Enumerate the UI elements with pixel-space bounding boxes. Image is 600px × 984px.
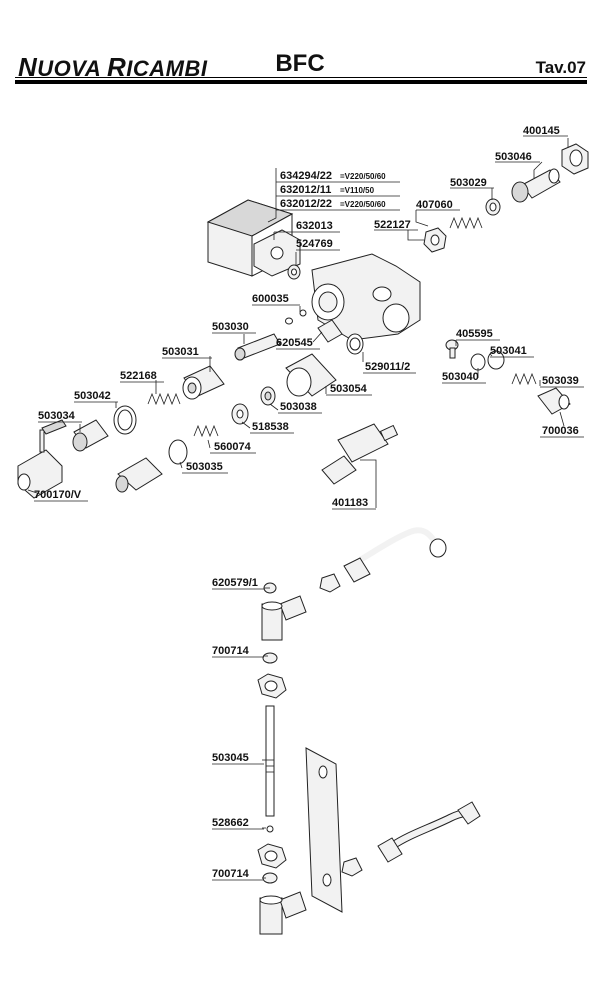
part-401183-fitting [321, 423, 399, 485]
part-elbow-lower [259, 891, 307, 935]
part-620545-filter [317, 319, 343, 343]
label-700036: 700036 [542, 425, 579, 437]
part-503054-body [285, 353, 337, 397]
label-700714-b: 700714 [212, 868, 250, 880]
label-503042: 503042 [74, 390, 111, 402]
part-lower-fitting [115, 457, 163, 493]
brand-word-nuova: UOVA [37, 56, 108, 81]
label-634294: 634294/22 [280, 170, 332, 182]
label-634294-voltage: =V220/50/60 [340, 172, 386, 181]
part-503046-stem [511, 168, 561, 203]
brand-letter-n: N [18, 52, 38, 82]
part-nut-lower [257, 843, 287, 869]
label-524769: 524769 [296, 238, 333, 250]
label-407060: 407060 [416, 199, 453, 211]
part-mounting-plate [305, 747, 343, 913]
label-503035: 503035 [186, 461, 223, 473]
label-632012-22: 632012/22 [280, 198, 332, 210]
part-700170-ball-valve [17, 419, 67, 499]
label-503054: 503054 [330, 383, 368, 395]
label-620579-1: 620579/1 [212, 577, 258, 589]
label-401183: 401183 [332, 497, 368, 509]
part-503035-ring [168, 439, 188, 465]
header-rule-thin [15, 77, 587, 78]
page-header: NUOVA RICAMBI BFC Tav.07 [0, 0, 600, 90]
label-503034: 503034 [38, 410, 76, 422]
label-503040: 503040 [442, 371, 479, 383]
part-503040-ring [470, 353, 486, 371]
label-522127: 522127 [374, 219, 411, 231]
label-503030: 503030 [212, 321, 249, 333]
part-503030-plunger [234, 333, 281, 361]
label-400145: 400145 [523, 125, 560, 137]
label-632013: 632013 [296, 220, 333, 232]
label-518538: 518538 [252, 421, 289, 433]
label-503031: 503031 [162, 346, 199, 358]
label-503029: 503029 [450, 177, 487, 189]
part-400145-nut [561, 143, 589, 175]
label-700714-a: 700714 [212, 645, 250, 657]
label-620545: 620545 [276, 337, 313, 349]
label-503041: 503041 [490, 345, 527, 357]
label-522168: 522168 [120, 370, 157, 382]
header-rule [15, 80, 587, 84]
label-503045: 503045 [212, 752, 249, 764]
label-632012-11: 632012/11 [280, 184, 331, 196]
model-title: BFC [275, 50, 325, 77]
part-405595-screw [445, 339, 459, 359]
part-522127-nut [423, 227, 447, 253]
label-529011-2: 529011/2 [365, 361, 410, 373]
label-632012-22-voltage: =V220/50/60 [340, 200, 386, 209]
brand-logo: NUOVA RICAMBI [18, 52, 208, 83]
part-hose-lower [341, 801, 481, 877]
part-632013-plate [253, 229, 301, 277]
part-503039-spring [511, 372, 537, 386]
part-503031-cylinder [182, 365, 225, 400]
part-hose-upper [319, 527, 447, 593]
part-522168-spring [147, 392, 181, 406]
label-503038: 503038 [280, 401, 317, 413]
part-528662-oring [266, 825, 274, 833]
part-503034-fitting [72, 419, 109, 452]
part-524769-nut [287, 264, 301, 280]
part-503045-tube [265, 705, 275, 817]
part-600035-washer [285, 309, 307, 325]
label-700170-v: 700170/V [34, 489, 82, 501]
part-407060-spring [449, 216, 483, 230]
part-labels: 400145 503046 503029 407060 522127 63429… [34, 125, 584, 881]
table-number: Tav.07 [535, 58, 586, 77]
part-700714-ring-a [262, 652, 278, 664]
part-valve-body [311, 253, 421, 341]
brand-word-ricambi: ICAMBI [126, 56, 208, 81]
part-503038-part [260, 386, 276, 406]
label-503039: 503039 [542, 375, 579, 387]
part-700036-fitting [537, 387, 571, 415]
part-518538-part [231, 403, 249, 425]
part-nut-middle [257, 673, 287, 699]
leader-lines [27, 138, 569, 879]
part-elbow-upper [261, 595, 307, 641]
part-560074-spring [193, 424, 219, 438]
label-528662: 528662 [212, 817, 249, 829]
label-600035: 600035 [252, 293, 289, 305]
label-632012-11-voltage: =V110/50 [340, 186, 375, 195]
part-529011-gasket [346, 333, 364, 355]
label-560074: 560074 [214, 441, 252, 453]
label-405595: 405595 [456, 328, 493, 340]
label-503046: 503046 [495, 151, 532, 163]
part-503042-ring [113, 405, 137, 435]
brand-letter-r: R [107, 52, 127, 82]
part-503029-ring [485, 198, 501, 216]
